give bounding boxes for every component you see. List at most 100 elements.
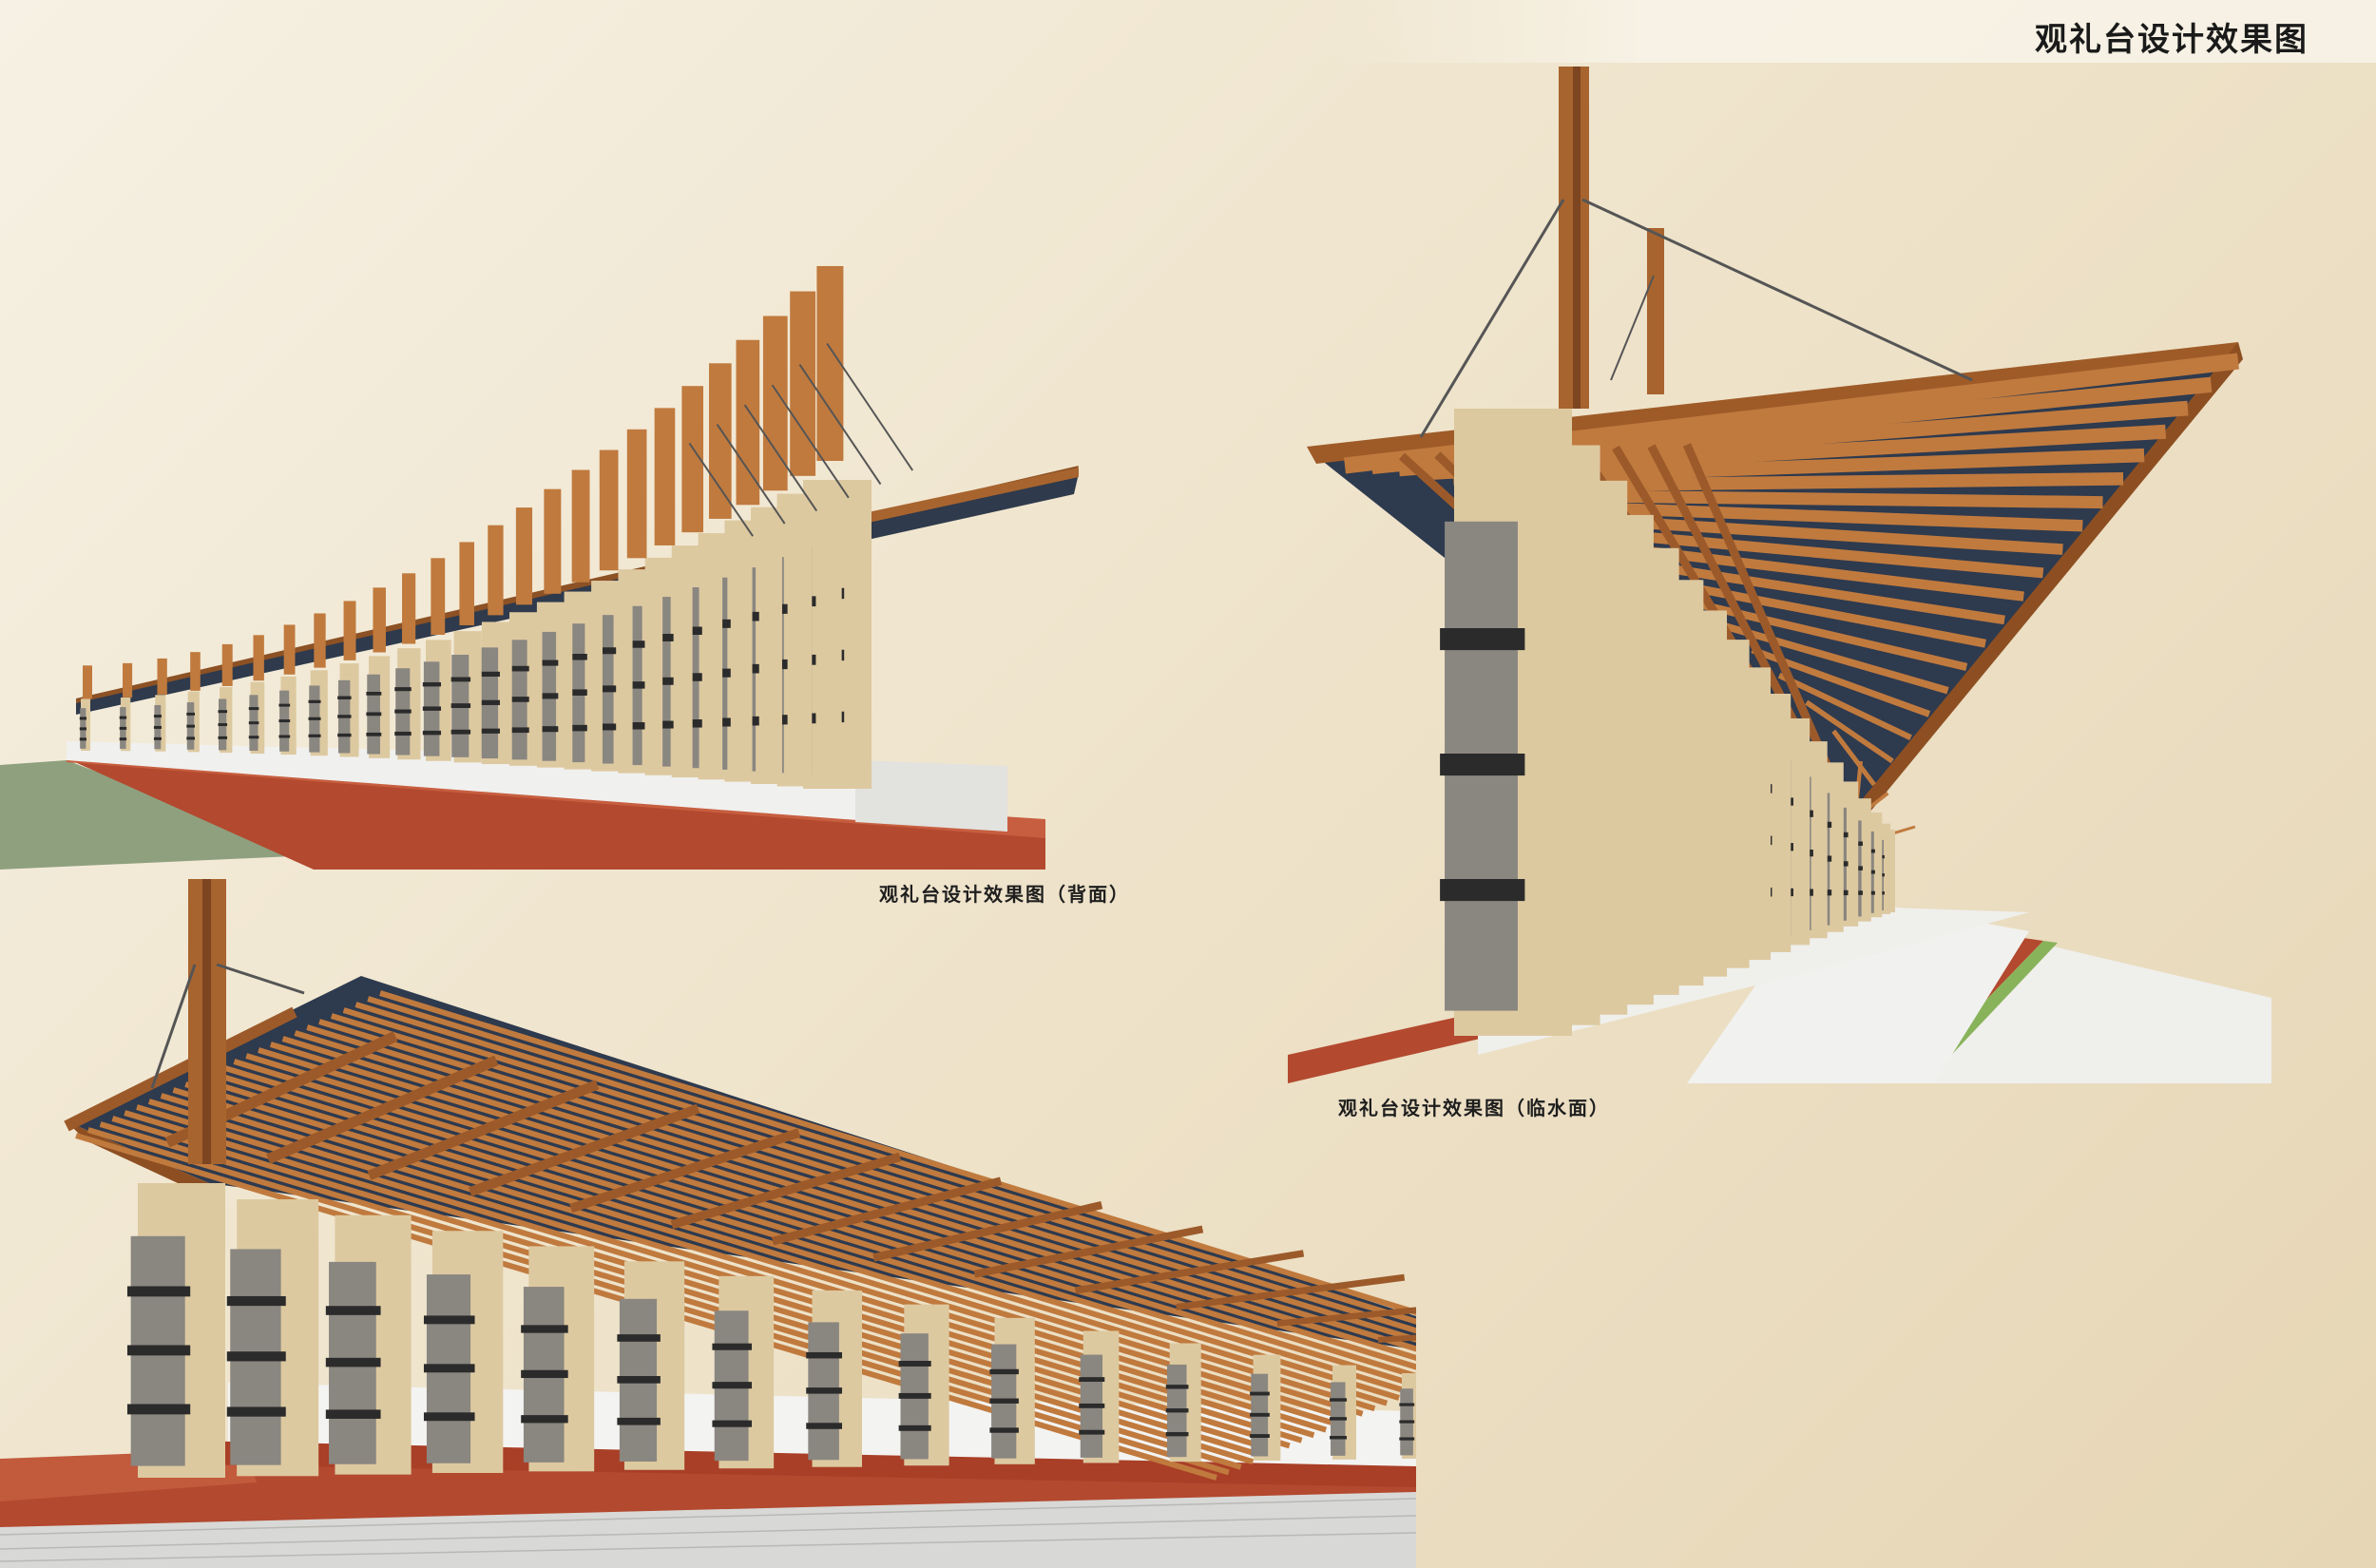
steel-band bbox=[248, 736, 259, 739]
steel-band bbox=[423, 1364, 475, 1373]
steel-band bbox=[423, 1412, 475, 1422]
steel-band bbox=[617, 1334, 661, 1342]
purlin bbox=[973, 1225, 1204, 1278]
mast bbox=[431, 558, 446, 636]
steel-band bbox=[1165, 1431, 1189, 1437]
rafter bbox=[1723, 622, 1949, 695]
rafter bbox=[1777, 672, 1912, 741]
mast bbox=[790, 291, 816, 476]
steel-band bbox=[1250, 1391, 1270, 1396]
steel-band bbox=[521, 1415, 568, 1424]
steel-band bbox=[1079, 1429, 1105, 1435]
steel-band bbox=[186, 724, 195, 728]
steel-band bbox=[532, 726, 559, 733]
steel-band bbox=[218, 723, 228, 727]
cable bbox=[1581, 198, 1973, 382]
steel-band bbox=[248, 707, 259, 711]
steel-band bbox=[226, 1406, 286, 1417]
brick-steps bbox=[67, 758, 1045, 870]
mast bbox=[253, 635, 264, 681]
steel-band bbox=[119, 726, 127, 730]
steel-band bbox=[119, 716, 127, 719]
steel-band bbox=[119, 737, 127, 741]
steel-band bbox=[337, 715, 352, 718]
steel-band bbox=[617, 1417, 661, 1425]
sheet-title: 观礼台设计效果图 bbox=[2035, 21, 2309, 59]
mast bbox=[816, 266, 844, 461]
steel-band bbox=[325, 1306, 381, 1315]
rafter bbox=[342, 1007, 1416, 1343]
steel-band bbox=[226, 1351, 286, 1362]
steel-band bbox=[422, 730, 442, 736]
steel-band bbox=[423, 1315, 475, 1325]
steel-band bbox=[278, 703, 291, 707]
steel-band bbox=[248, 721, 259, 725]
rear-columns bbox=[79, 480, 872, 789]
cable bbox=[688, 442, 754, 537]
steel-band bbox=[394, 731, 412, 736]
purlin bbox=[1074, 1250, 1305, 1294]
rafter bbox=[124, 1110, 1267, 1460]
mast bbox=[459, 542, 474, 625]
rafter bbox=[1831, 729, 1876, 787]
steel-band bbox=[126, 1345, 191, 1356]
mast bbox=[221, 643, 233, 686]
cable bbox=[826, 342, 914, 471]
purlin bbox=[1176, 1273, 1406, 1310]
render-front-view bbox=[0, 870, 1416, 1568]
steel-band bbox=[1165, 1385, 1189, 1389]
mast bbox=[654, 408, 676, 545]
mast bbox=[402, 573, 416, 644]
front-view-drawing bbox=[0, 879, 1416, 1568]
parapet-block bbox=[1687, 893, 2029, 1083]
steel-band bbox=[153, 725, 162, 729]
mast bbox=[373, 587, 386, 653]
rear-masts bbox=[83, 266, 914, 699]
steel-band bbox=[308, 699, 321, 703]
steel-band bbox=[79, 737, 86, 741]
mast bbox=[599, 449, 619, 571]
steel-band bbox=[898, 1361, 931, 1367]
purlin bbox=[266, 1055, 499, 1164]
purlin bbox=[872, 1201, 1103, 1262]
steel-band bbox=[422, 706, 442, 711]
steel-band bbox=[1440, 628, 1525, 651]
steel-band bbox=[325, 1357, 381, 1367]
mast bbox=[283, 624, 296, 675]
steel-band bbox=[559, 689, 587, 696]
cable bbox=[1419, 199, 1565, 438]
steel-band bbox=[1330, 1436, 1348, 1440]
purlin bbox=[64, 1006, 297, 1132]
mast bbox=[157, 658, 167, 695]
steel-band bbox=[712, 1420, 753, 1427]
steel-band bbox=[1079, 1377, 1105, 1383]
purlin bbox=[771, 1176, 1003, 1246]
steel-band bbox=[278, 719, 291, 723]
cable bbox=[743, 404, 818, 512]
rafter bbox=[354, 1002, 1416, 1334]
steel-band bbox=[278, 735, 291, 738]
steel-band bbox=[806, 1387, 843, 1394]
steel-band bbox=[712, 1343, 753, 1350]
rafter bbox=[294, 1030, 1416, 1380]
mast bbox=[83, 665, 92, 699]
steel-band bbox=[478, 728, 500, 734]
steel-band bbox=[337, 696, 352, 699]
steel-band bbox=[1399, 1420, 1415, 1424]
steel-band bbox=[79, 727, 86, 731]
rafter bbox=[172, 1087, 1315, 1439]
steel-band bbox=[337, 733, 352, 737]
steel-band bbox=[806, 1351, 843, 1359]
steel-band bbox=[1079, 1403, 1105, 1408]
steel-band bbox=[505, 665, 529, 672]
steel-band bbox=[989, 1427, 1019, 1433]
steel-band bbox=[1330, 1417, 1348, 1421]
caption-waterside: 观礼台设计效果图（临水面） bbox=[1338, 1097, 1610, 1119]
purlin bbox=[670, 1152, 902, 1230]
walkway bbox=[1858, 941, 2271, 1083]
steel-band bbox=[989, 1398, 1019, 1404]
waterside-columns bbox=[1440, 409, 1895, 1036]
mast bbox=[544, 488, 562, 594]
steel-band bbox=[186, 736, 195, 740]
steel-band bbox=[366, 712, 382, 717]
